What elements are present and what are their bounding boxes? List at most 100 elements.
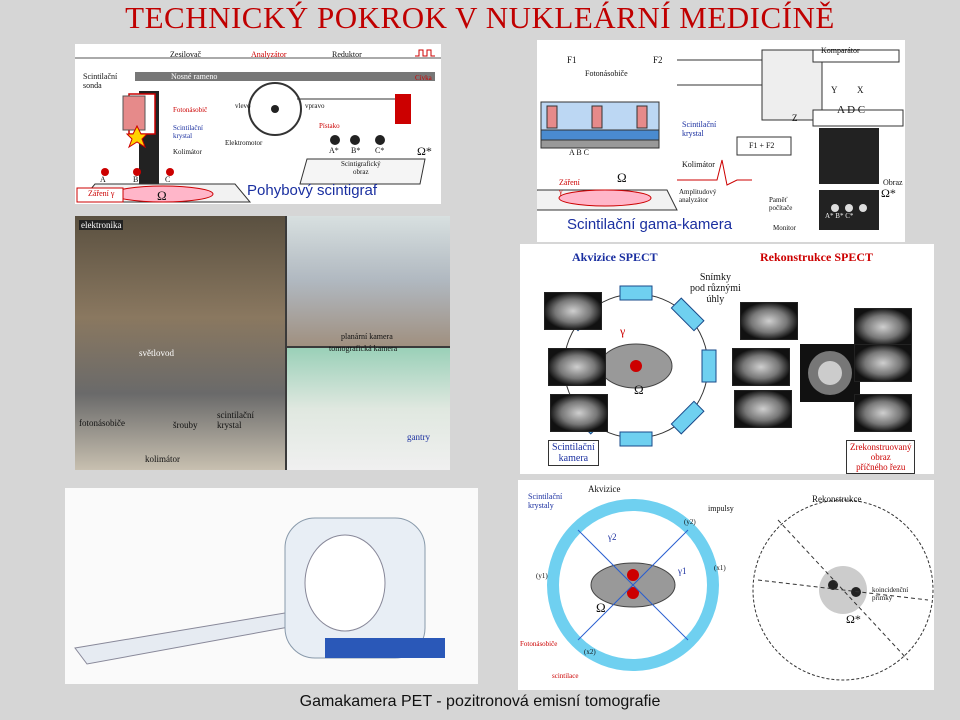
planar-camera-photo [287,216,450,346]
gamakamera-caption: Scintilační gama-kamera [567,216,733,233]
camera-internals-photo [75,216,285,470]
label-nosne-rameno: Nosné rameno [171,72,218,81]
label-gantry: gantry [407,432,430,442]
scintigraf-diagram [75,49,441,203]
label-b2: B* [351,146,361,155]
scintigraficky-obraz-plate [299,158,426,185]
spect-thumbnail [732,348,790,386]
label-b: B [133,175,139,184]
scintigraf-panel: Scintilační sonda Zesilovač Analyzátor R… [75,44,441,204]
gamakamera-panel: Fotonásobiče F1 F2 Scintilační krystal K… [537,40,905,242]
label-rekonstrukce: Rekonstrukce SPECT [760,250,874,264]
label-zesilovac: Zesilovač [170,50,202,59]
label-sum: F1 + F2 [749,141,775,150]
label-tomograficka: tomografická kamera [329,344,398,353]
label-a: A [100,175,106,184]
spect-thumbnail [740,302,798,340]
kolimator-layer [540,139,660,149]
pet-detector-ring [547,499,719,671]
label-akvizice: Akvizice [588,484,621,494]
label-komparator: Komparátor [821,46,860,55]
label-z: Z [792,113,798,123]
label-elektromotor: Elektromotor [225,139,263,147]
adc-box [812,109,904,127]
label-koincidencni: koincidenční přímky [872,586,909,602]
label-y: Y [831,85,838,95]
label-elektronika: elektronika [79,220,124,230]
label-kolimator: kolimátor [145,454,180,464]
label-omega: Ω [596,600,606,615]
label-cirka: Cívka [415,74,432,82]
obraz-spots [330,135,385,145]
label-analyzator: Analyzátor [251,50,287,59]
label-akvizice: Akvizice SPECT [572,250,658,264]
label-omega: Ω [617,170,627,185]
label-piska: Pístako [319,122,340,130]
label-snimky: Snímky pod různými úhly [690,272,741,305]
label-omega2: Ω* [417,144,432,158]
pet-diagram [547,499,934,681]
spect-thumbnail [544,292,602,330]
photo-collage: elektronika světlovod fotonásobiče šroub… [75,216,450,470]
spect-thumbnail [734,390,792,428]
label-omega: Ω [634,382,644,397]
label-svetlovod: světlovod [139,348,174,358]
label-amplitudovy: Amplitudový analyzátor [679,188,717,204]
star-icon [125,124,149,149]
pet-panel: Akvizice Rekonstrukce Scintilační krysta… [518,480,934,690]
label-planarni: planární kamera [341,332,393,341]
label-a2: A* [329,146,339,155]
elektromotor-wheel [248,82,302,136]
krystal-layer [540,129,660,141]
label-abc: A B C [569,148,590,157]
label-x: X [857,85,864,95]
spect-thumbnail [854,308,912,346]
label-fotonasobice: Fotonásobiče [520,640,558,648]
label-zrekonstruovany: Zrekonstruovaný obraz příčného řezu [846,440,916,474]
label-c2: C* [375,146,385,155]
scintigraf-caption: Pohybový scintigraf [247,182,378,199]
monitor-grid [819,128,879,184]
label-gamma: γ [620,324,626,338]
label-gamma1: γ1 [678,566,687,576]
komparator-grid [761,49,823,121]
label-kolimator: Kolimátor [173,148,202,156]
label-pamet: Paměť počítače [769,196,793,212]
pet-scanner-photo [65,488,478,684]
label-zareni: Záření γ [88,189,115,198]
nosne-rameno-bar [135,72,435,81]
label-zareni: Záření γ [559,178,580,196]
label-x2: (x2) [584,648,596,656]
label-f2: F2 [653,55,663,65]
label-gamma2: γ2 [608,532,617,542]
fotonasobic-fill [122,95,146,131]
label-c: C [165,175,171,184]
page-title: TECHNICKÝ POKROK V NUKLEÁRNÍ MEDICÍNĚ [125,0,835,35]
label-krystal: Scintilační krystal [682,120,717,138]
label-reduktor: Reduktor [332,50,362,59]
label-f1: F1 [567,55,577,65]
spect-thumbnail [854,394,912,432]
pet-recon-circle [752,499,934,681]
label-rekonstrukce: Rekonstrukce [812,494,862,504]
label-impulsy: impulsy [708,504,734,513]
label-krystal: Scintilační krystal [173,124,203,140]
label-vlevo: vlevo [235,102,251,110]
label-kamera: Scintilační kamera [548,440,599,466]
label-y1: (y1) [536,572,548,580]
label-krystaly: Scintilační krystaly [528,492,563,510]
patient-outline [558,189,652,207]
label-sroubky: šrouby [173,420,198,430]
label-adc: A D C [837,104,866,116]
spect-panel: Akvizice SPECT Rekonstrukce SPECT Snímky… [520,244,934,474]
label-fotonasobice: Fotonásobiče [585,69,628,78]
label-vpravo: vpravo [305,102,325,110]
tomographic-camera-photo [287,348,450,470]
label-omega: Ω [157,188,167,203]
label-obraz: Obraz [883,178,903,187]
label-omega2: Ω* [881,186,896,200]
label-fotonasobic: Fotonásobič [173,106,208,114]
label-y2: (y2) [684,518,696,526]
cirka-coil [395,94,411,124]
gamakamera-diagram [537,49,904,230]
